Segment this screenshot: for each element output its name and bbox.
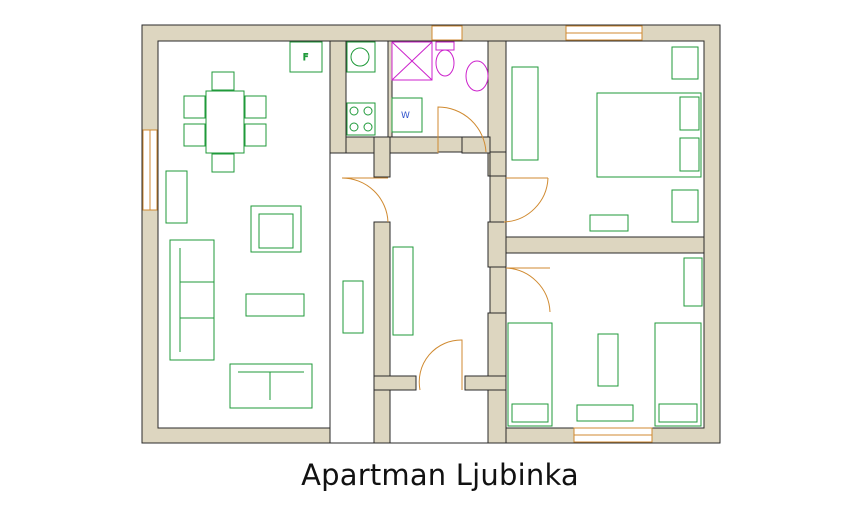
door-swing	[505, 267, 551, 313]
pillow	[658, 403, 698, 423]
sink-bowl-icon	[350, 47, 370, 67]
wall-segment	[387, 40, 393, 138]
sofa	[169, 239, 215, 361]
bathroom: W	[391, 41, 489, 133]
door-swing	[503, 177, 549, 223]
door-swing	[418, 339, 463, 391]
nightstand	[671, 46, 699, 80]
fridge-label: F	[303, 53, 308, 63]
nightstand	[671, 189, 699, 223]
wardrobe	[511, 66, 539, 161]
coffee-table	[245, 293, 305, 317]
toilet-icon	[435, 49, 455, 77]
hallway-furniture	[392, 246, 414, 336]
bedroom-1-furniture	[511, 46, 702, 232]
windows	[142, 25, 653, 443]
wall-segment	[373, 136, 391, 178]
wall-segment	[505, 236, 705, 254]
chair	[244, 95, 267, 119]
bedroom-2-furniture	[507, 257, 703, 427]
wall-segment	[487, 221, 507, 268]
pillow	[679, 137, 700, 172]
wall-segment	[329, 40, 347, 154]
chair	[183, 123, 206, 147]
wall-segment	[461, 136, 491, 154]
wardrobe	[392, 246, 414, 336]
side-table	[597, 333, 619, 387]
interior-walls	[329, 40, 705, 444]
washer-label: W	[401, 111, 410, 121]
armchair-seat	[258, 213, 294, 249]
dining-table	[205, 90, 245, 154]
door-swing	[341, 177, 389, 223]
wall-segment	[373, 389, 391, 444]
plan-title: Apartman Ljubinka	[301, 458, 579, 492]
chair	[183, 95, 206, 119]
pillow	[679, 96, 700, 131]
wall-segment	[489, 151, 507, 177]
washbasin-icon	[465, 60, 489, 92]
doors	[341, 106, 551, 391]
desk	[589, 214, 629, 232]
fridge	[289, 41, 323, 73]
window	[431, 25, 463, 41]
wall-segment	[373, 221, 391, 377]
living-room-furniture	[165, 71, 364, 409]
wall-segment	[373, 375, 417, 391]
washer	[391, 97, 423, 133]
sofa	[229, 363, 313, 409]
sideboard	[165, 170, 188, 224]
tv-stand	[342, 280, 364, 334]
door-swing	[437, 106, 487, 153]
wall-segment	[464, 375, 507, 391]
bench	[576, 404, 634, 422]
kitchenette: F	[289, 41, 376, 136]
chair	[211, 71, 235, 91]
pillow	[511, 403, 549, 423]
chair	[211, 153, 235, 173]
chair	[244, 123, 267, 147]
wardrobe	[683, 257, 703, 307]
